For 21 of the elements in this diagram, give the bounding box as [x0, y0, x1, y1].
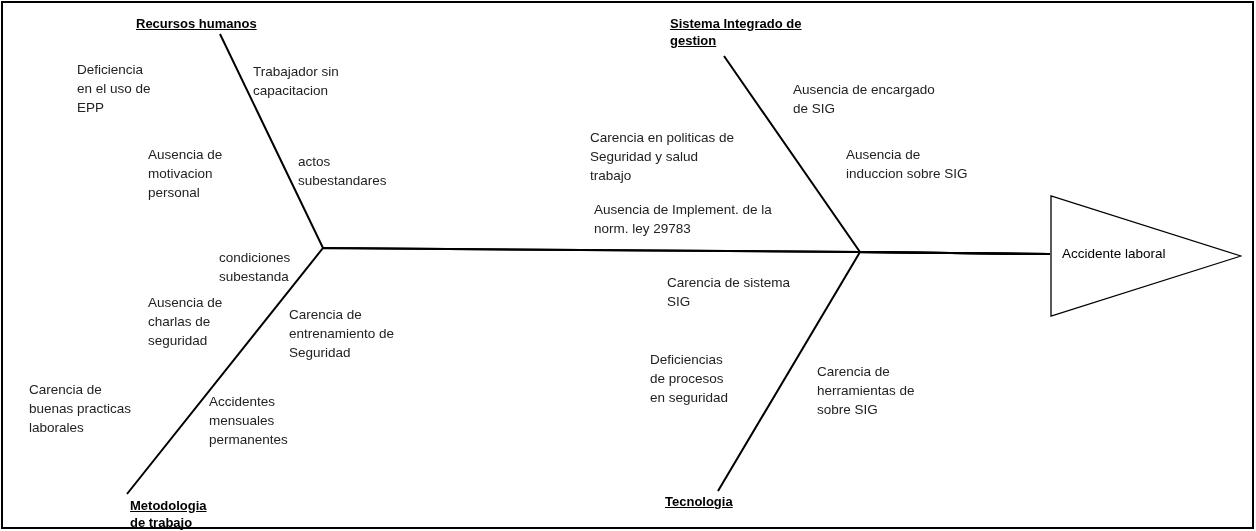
- category-heading: Tecnologia: [665, 493, 734, 510]
- cause-label: Deficiencias de procesos en seguridad: [650, 351, 730, 407]
- cause-label: Carencia de entrenamiento de Seguridad: [289, 306, 396, 362]
- cause-label: Ausencia de charlas de seguridad: [148, 294, 224, 350]
- category-heading: Sistema Integrado de gestion: [670, 15, 803, 49]
- category-heading: Metodologia de trabajo: [130, 497, 208, 531]
- cause-label: Carencia de sistema SIG: [667, 274, 792, 311]
- cause-label: actos subestandares: [298, 153, 388, 190]
- cause-label: Carencia de buenas practicas laborales: [29, 381, 133, 437]
- cause-label: Ausencia de encargado de SIG: [793, 81, 936, 118]
- cause-label: Carencia en politicas de Seguridad y salud trabajo: [590, 129, 736, 185]
- cause-label: condiciones subestanda: [219, 249, 292, 286]
- cause-label: Trabajador sin capacitacion: [253, 63, 340, 100]
- effect-label: Accidente laboral: [1062, 245, 1166, 263]
- cause-label: Ausencia de Implement. de la norm. ley 29783: [594, 201, 773, 238]
- cause-label: Deficiencia en el uso de EPP: [77, 61, 152, 117]
- cause-label: Ausencia de motivacion personal: [148, 146, 224, 202]
- cause-label: Accidentes mensuales permanentes: [209, 393, 289, 449]
- cause-label: Carencia de herramientas de sobre SIG: [817, 363, 916, 419]
- cause-label: Ausencia de induccion sobre SIG: [846, 146, 969, 183]
- category-heading: Recursos humanos: [136, 15, 258, 32]
